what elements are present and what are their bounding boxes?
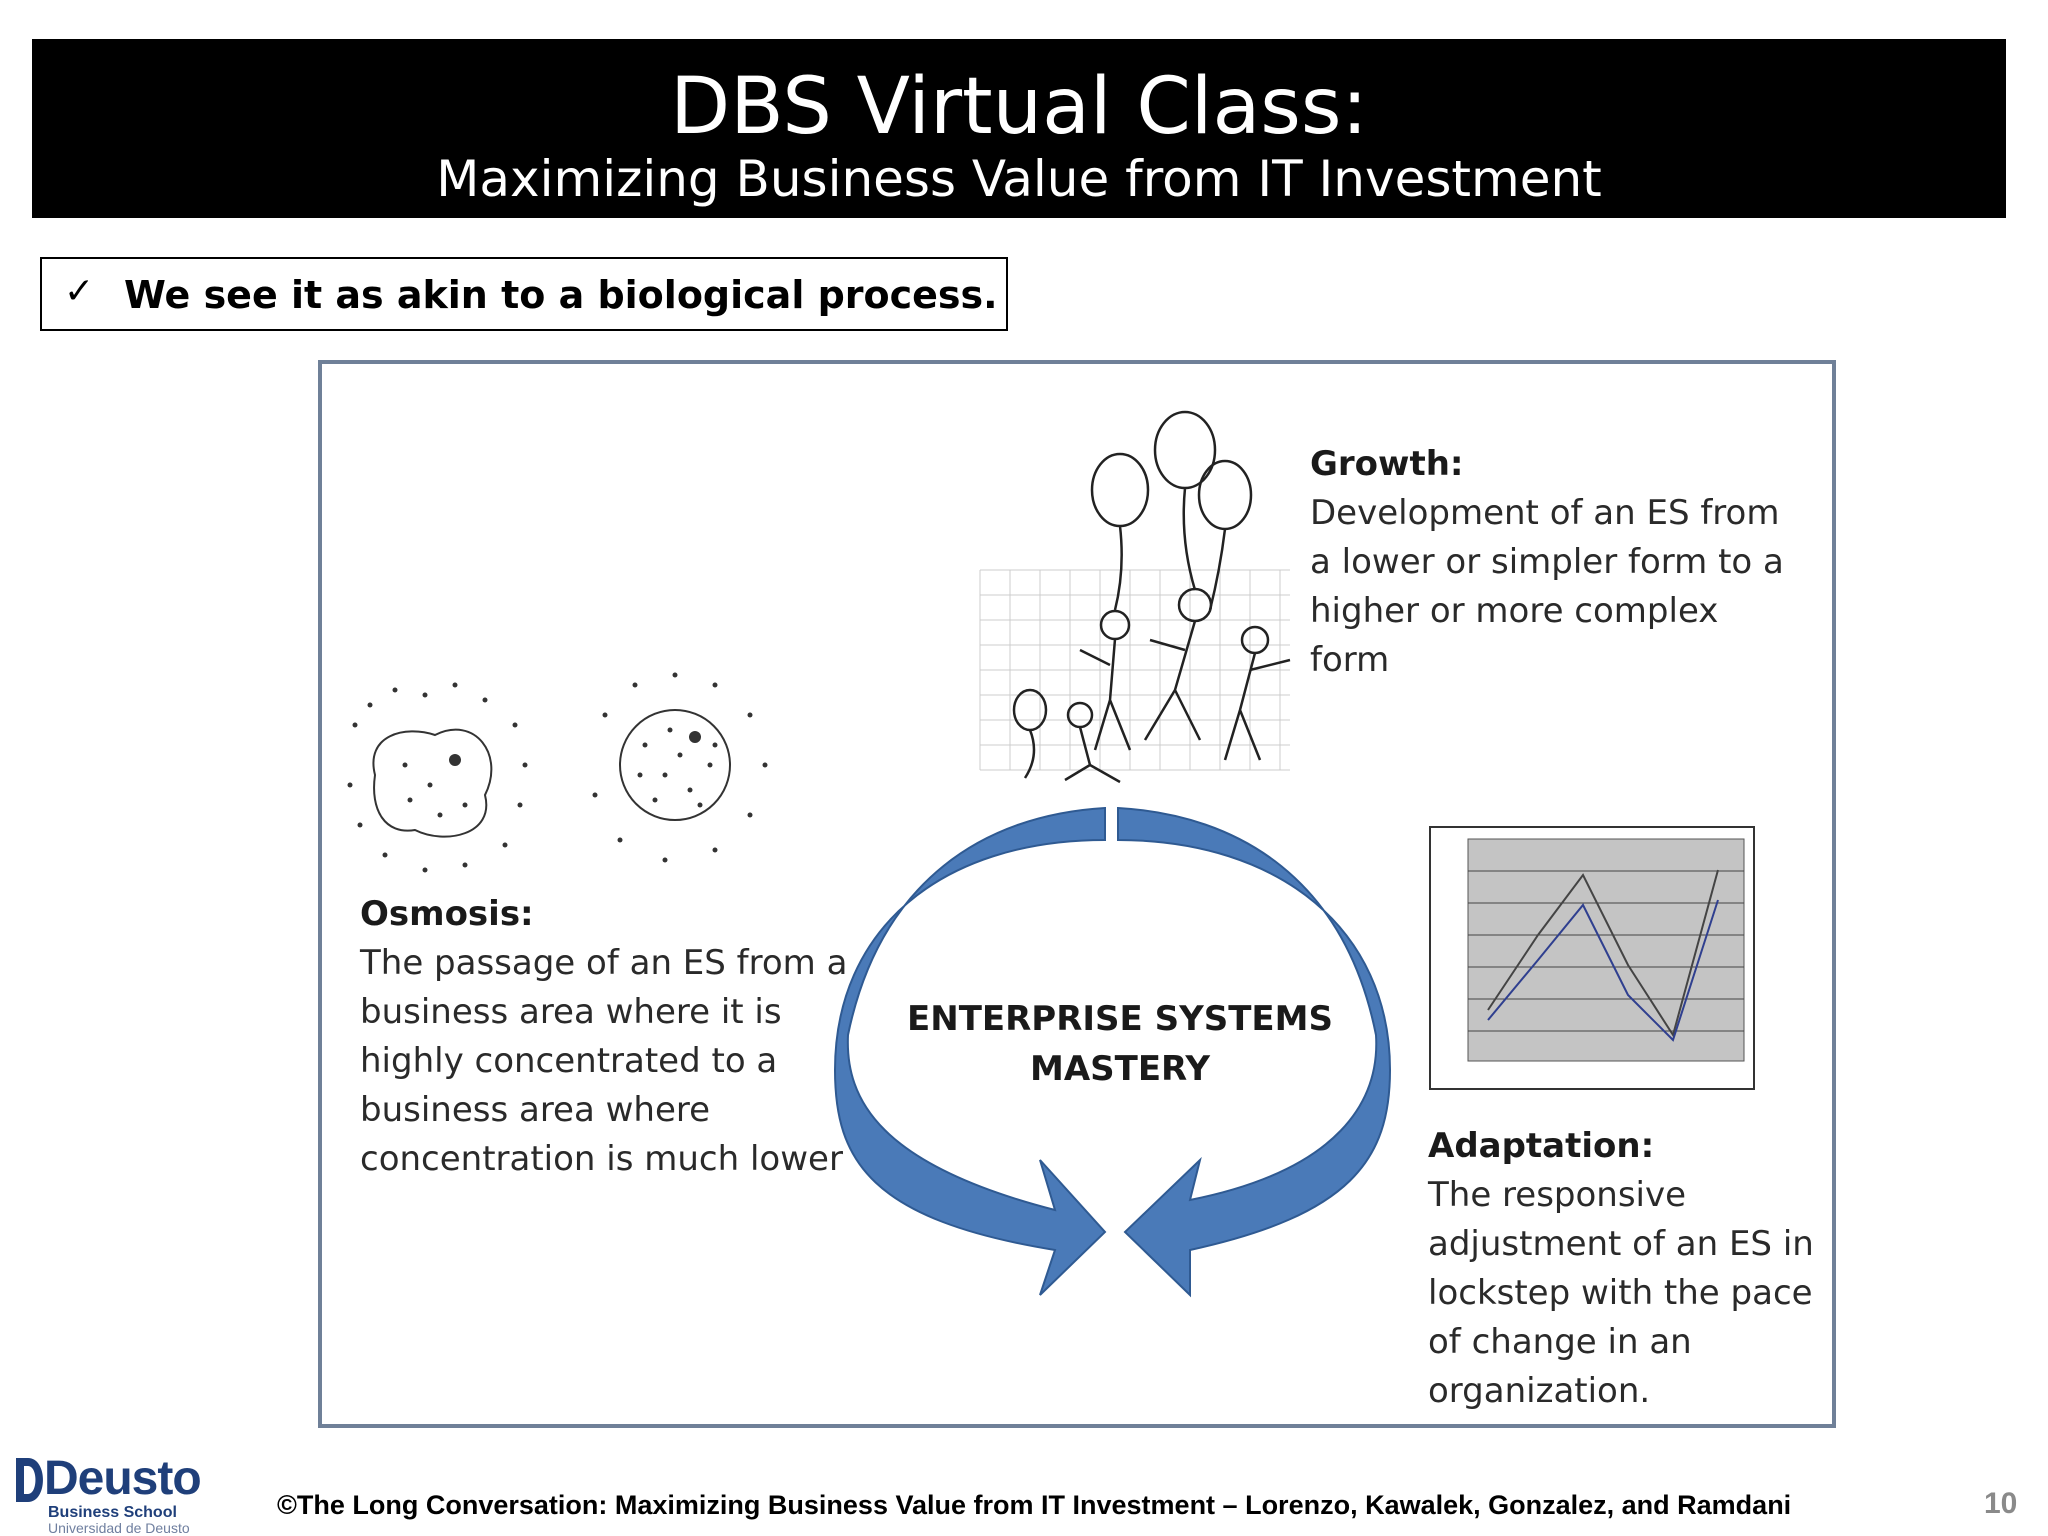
bullet-box: ✓ We see it as akin to a biological proc… bbox=[40, 257, 1008, 331]
growth-line: Development of an ES from bbox=[1310, 493, 1780, 533]
adaptation-line: of change in an bbox=[1428, 1322, 1692, 1362]
adaptation-text: Adaptation: The responsive adjustment of… bbox=[1428, 1122, 1828, 1416]
logo-line2: Universidad de Deusto bbox=[48, 1520, 190, 1536]
deusto-logo: Deusto Business School Universidad de De… bbox=[14, 1452, 224, 1536]
osmosis-text: Osmosis: The passage of an ES from a bus… bbox=[360, 890, 860, 1184]
center-label: ENTERPRISE SYSTEMS MASTERY bbox=[870, 994, 1370, 1094]
osmosis-line: highly concentrated to a bbox=[360, 1041, 778, 1081]
growth-line: higher or more complex bbox=[1310, 591, 1719, 631]
osmosis-heading: Osmosis: bbox=[360, 894, 534, 934]
center-label-line2: MASTERY bbox=[1030, 1049, 1210, 1089]
slide-title: DBS Virtual Class: bbox=[670, 62, 1368, 152]
center-label-line1: ENTERPRISE SYSTEMS bbox=[907, 999, 1333, 1039]
osmosis-line: The passage of an ES from a bbox=[360, 943, 848, 983]
adaptation-line: organization. bbox=[1428, 1371, 1651, 1411]
slide-header: DBS Virtual Class: Maximizing Business V… bbox=[32, 39, 2006, 218]
adaptation-chart-illustration bbox=[1429, 826, 1755, 1090]
slide-subtitle: Maximizing Business Value from IT Invest… bbox=[436, 150, 1602, 208]
deusto-d-icon bbox=[16, 1458, 43, 1502]
growth-text: Growth: Development of an ES from a lowe… bbox=[1310, 440, 1810, 685]
arrow-left-segment bbox=[833, 806, 1107, 1296]
osmosis-line: business area where it is bbox=[360, 992, 782, 1032]
adaptation-heading: Adaptation: bbox=[1428, 1126, 1655, 1166]
series-a-line bbox=[1487, 869, 1719, 1038]
osmosis-cells-illustration bbox=[347, 672, 768, 873]
osmosis-line: business area where bbox=[360, 1090, 711, 1130]
page-number: 10 bbox=[1984, 1487, 2018, 1520]
adaptation-line: The responsive bbox=[1428, 1175, 1687, 1215]
growth-line: a lower or simpler form to a bbox=[1310, 542, 1784, 582]
osmosis-line: concentration is much lower bbox=[360, 1139, 843, 1179]
arrow-right-segment bbox=[1117, 806, 1392, 1298]
growth-heading: Growth: bbox=[1310, 444, 1464, 484]
logo-word: Deusto bbox=[44, 1452, 202, 1505]
logo-line1: Business School bbox=[48, 1504, 177, 1521]
growth-line: form bbox=[1310, 640, 1390, 680]
bullet-text: We see it as akin to a biological proces… bbox=[124, 273, 998, 317]
checkmark-icon: ✓ bbox=[64, 271, 95, 312]
adaptation-line: lockstep with the pace bbox=[1428, 1273, 1813, 1313]
adaptation-line: adjustment of an ES in bbox=[1428, 1224, 1814, 1264]
series-b-line bbox=[1487, 899, 1719, 1042]
growth-balloons-illustration bbox=[979, 410, 1291, 784]
footer-copyright: ©The Long Conversation: Maximizing Busin… bbox=[277, 1490, 1792, 1520]
